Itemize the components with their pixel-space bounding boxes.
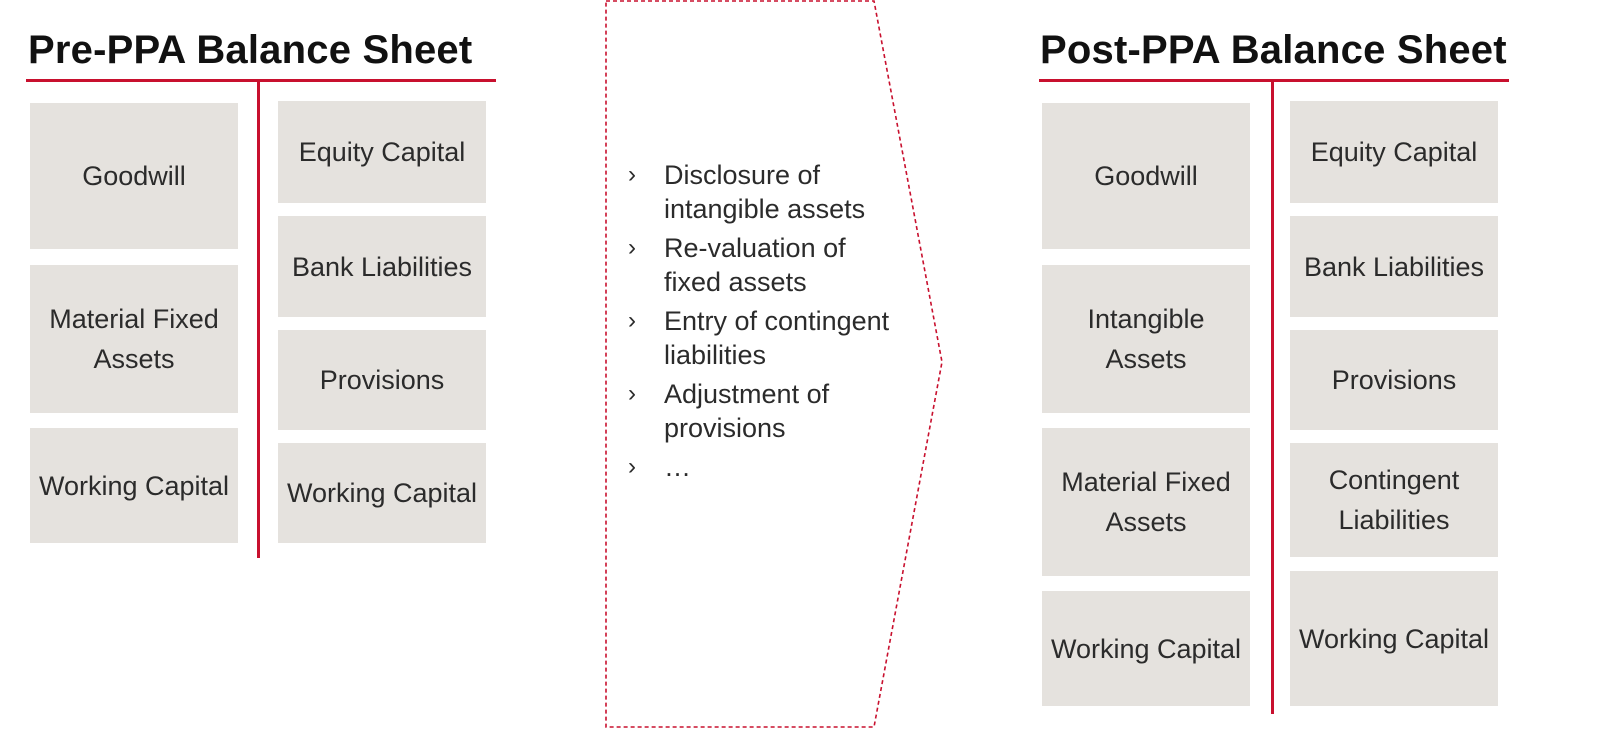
chevron-right-icon: › <box>628 380 636 407</box>
ppa-adjustment-item: ›… <box>628 452 691 482</box>
chevron-right-icon: › <box>628 234 636 261</box>
chevron-right-icon: › <box>628 453 636 480</box>
post-asset-material-fixed-assets: Material Fixed Assets <box>1042 428 1250 576</box>
post-asset-working-capital: Working Capital <box>1042 591 1250 706</box>
post-liability-working-capital: Working Capital <box>1290 571 1498 706</box>
pre-asset-goodwill: Goodwill <box>30 103 238 249</box>
ppa-adjustment-item: ›Entry of contingent liabilities <box>628 306 890 370</box>
post-liability-provisions: Provisions <box>1290 330 1498 430</box>
pre-asset-working-capital: Working Capital <box>30 428 238 543</box>
pre-ppa-title-underline <box>26 79 496 82</box>
chevron-right-icon: › <box>628 161 636 188</box>
post-ppa-t-divider <box>1271 82 1274 714</box>
pre-ppa-t-divider <box>257 82 260 558</box>
pre-liability-working-capital: Working Capital <box>278 443 486 543</box>
ppa-adjustments-list: ›Disclosure of intangible assets ›Re-val… <box>624 158 894 489</box>
post-liability-contingent-liabilities: Contingent Liabilities <box>1290 443 1498 557</box>
post-liability-bank-liabilities: Bank Liabilities <box>1290 216 1498 317</box>
pre-liability-equity-capital: Equity Capital <box>278 101 486 203</box>
chevron-right-icon: › <box>628 307 636 334</box>
pre-liability-bank-liabilities: Bank Liabilities <box>278 216 486 317</box>
ppa-adjustment-item: ›Adjustment of provisions <box>628 379 830 443</box>
ppa-adjustment-item: ›Disclosure of intangible assets <box>628 160 866 224</box>
post-asset-intangible-assets: Intangible Assets <box>1042 265 1250 413</box>
post-asset-goodwill: Goodwill <box>1042 103 1250 249</box>
pre-liability-provisions: Provisions <box>278 330 486 430</box>
pre-asset-material-fixed-assets: Material Fixed Assets <box>30 265 238 413</box>
ppa-adjustment-item: ›Re-valuation of fixed assets <box>628 233 846 297</box>
pre-ppa-title: Pre-PPA Balance Sheet <box>28 28 473 72</box>
post-liability-equity-capital: Equity Capital <box>1290 101 1498 203</box>
post-ppa-title-underline <box>1039 79 1509 82</box>
post-ppa-title: Post-PPA Balance Sheet <box>1040 28 1507 72</box>
dashed-chevron-outline <box>605 0 943 728</box>
